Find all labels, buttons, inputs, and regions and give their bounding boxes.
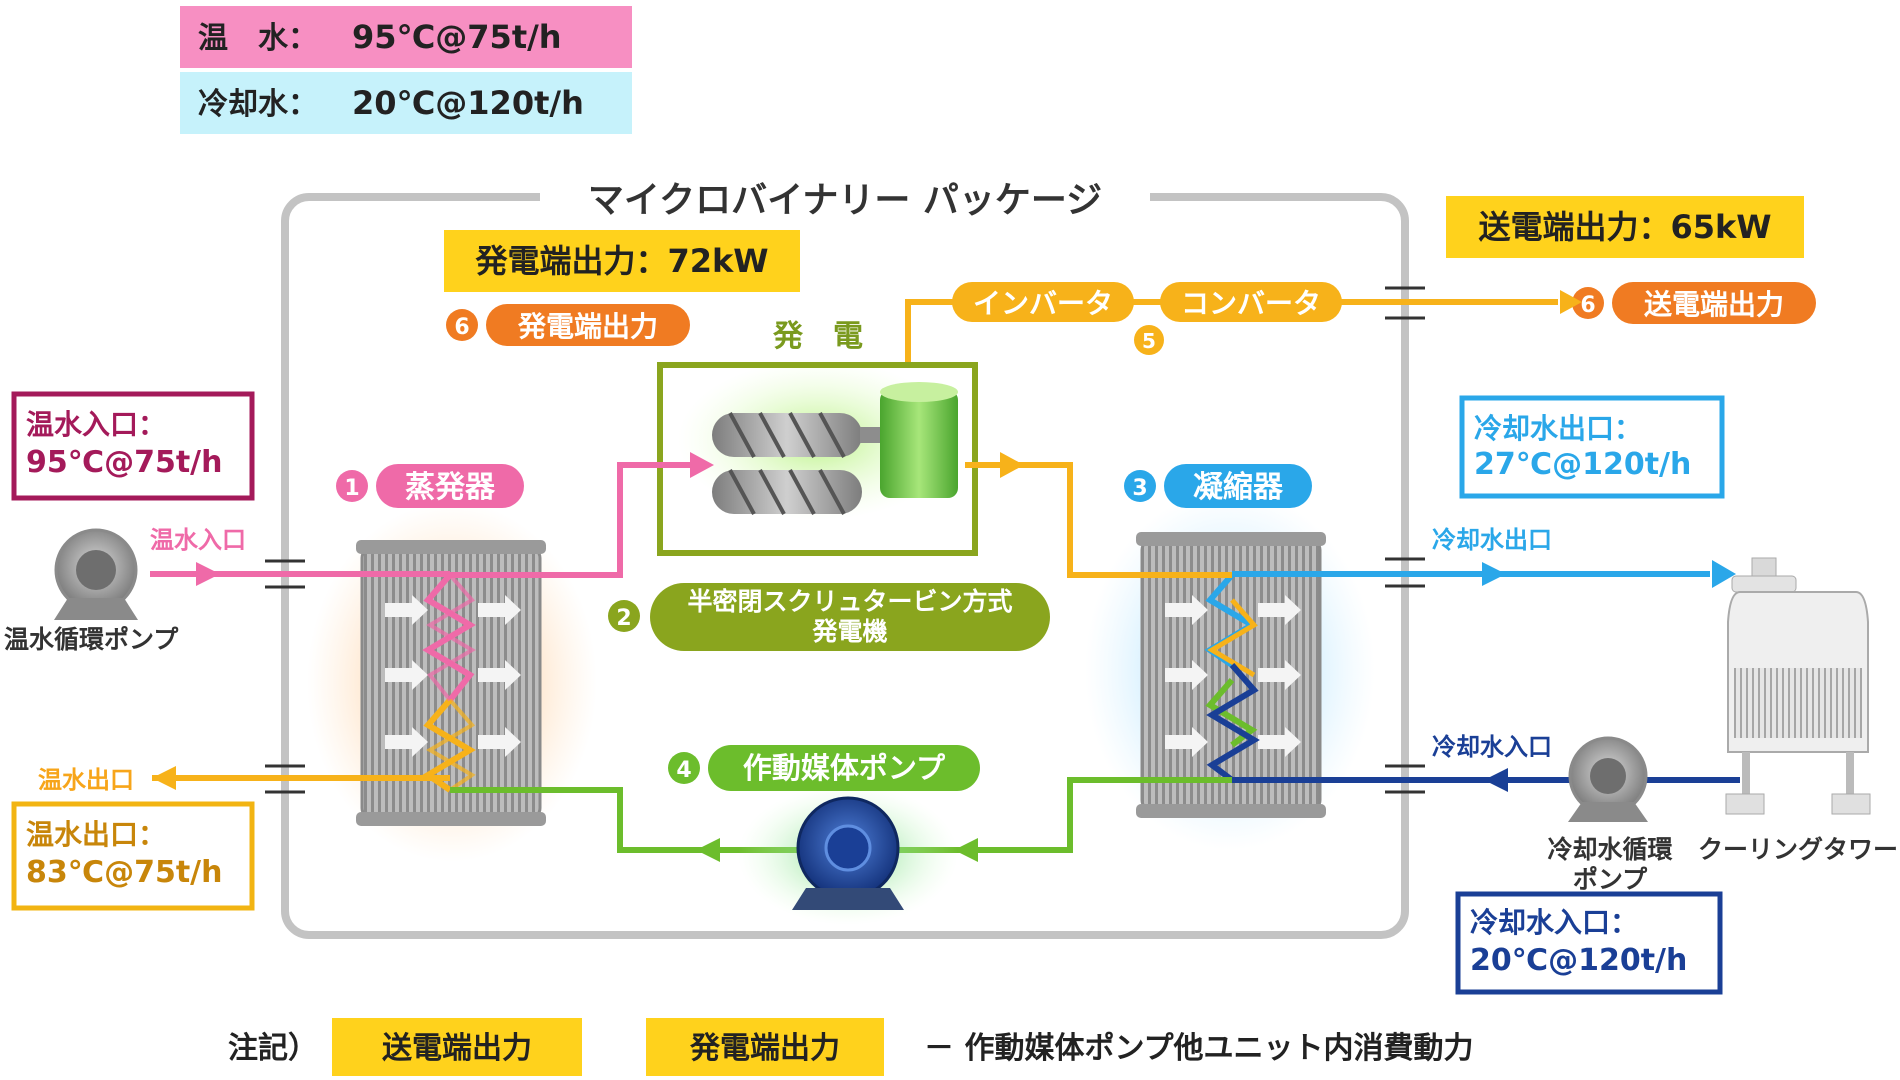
hot-water-outlet-box-line2: 83℃@75t/h	[26, 855, 222, 890]
cooling-tower-label: クーリングタワー	[1698, 835, 1898, 864]
gen-output-tag-text: 発電端出力	[517, 310, 658, 343]
cooling-water-outlet-arrow-2	[1712, 560, 1736, 588]
condenser-number-badge	[1124, 470, 1156, 502]
evaporator-number-badge	[336, 470, 368, 502]
hot-water-legend-value: 95℃@75t/h	[352, 18, 562, 56]
cooling-water-inlet-box	[1455, 891, 1723, 995]
cooling-water-inlet-box-line2: 20℃@120t/h	[1470, 943, 1687, 978]
cooling-water-outlet-box-line2: 27℃@120t/h	[1474, 447, 1691, 482]
cooling-water-inlet-arrow	[1484, 768, 1508, 792]
footnote-prefix: 注記）	[228, 1031, 318, 1066]
evaporator-number: 1	[344, 476, 359, 501]
package-title: マイクロバイナリー パッケージ	[588, 180, 1102, 221]
condenser-number: 3	[1132, 476, 1147, 501]
cooling-water-outlet-box	[1459, 395, 1725, 499]
condenser-tag	[1164, 464, 1312, 508]
send-output-tag	[1612, 282, 1816, 324]
medium-pump-tag	[708, 745, 980, 791]
cool-water-legend-label: 冷却水：	[198, 87, 318, 122]
cool-water-legend-box	[180, 72, 632, 134]
medium-pump-number: 4	[676, 758, 691, 783]
hot-water-legend-label: 温 水：	[198, 21, 318, 56]
liquid-arrow-head-2	[696, 838, 720, 862]
gen-output-number: 6	[454, 315, 469, 340]
hot-water-inlet-arrow	[196, 562, 220, 586]
medium-pump-tag-text: 作動媒体ポンプ	[743, 751, 946, 785]
hot-water-pump-icon	[54, 528, 138, 620]
send-output-number: 6	[1580, 293, 1595, 318]
gen-output-box	[444, 230, 800, 292]
evaporator-tag	[376, 464, 524, 508]
footnote-rest-text: － 作動媒体ポンプ他ユニット内消費動力	[924, 1031, 1474, 1066]
cooling-water-inlet-label: 冷却水入口	[1432, 733, 1552, 761]
evaporator-zigzag-orange-2	[426, 698, 476, 792]
hot-water-outlet-box	[11, 801, 255, 911]
cool-water-legend-value: 20℃@120t/h	[352, 84, 584, 122]
cooling-water-outlet-arrow-1	[1482, 562, 1506, 586]
power-arrow-head	[1560, 290, 1582, 314]
converter-number-badge	[1134, 325, 1164, 355]
frame-pipe-gaps	[265, 286, 1425, 794]
cooling-water-inlet-box-line1: 冷却水入口：	[1470, 906, 1638, 939]
cooling-tower-icon	[1725, 557, 1871, 815]
hot-water-inlet-box-line1: 温水入口：	[26, 408, 166, 441]
generator-drum-icon	[880, 382, 958, 498]
generator-tag-line1: 半密閉スクリュタービン方式	[687, 587, 1012, 616]
send-output-number-badge	[1572, 287, 1604, 319]
converter-text: コンバータ	[1181, 287, 1321, 320]
condenser-tag-text: 凝縮器	[1193, 470, 1284, 505]
evaporator-exchanger-icon	[356, 540, 546, 826]
gen-output-number-badge	[446, 309, 478, 341]
hot-water-inlet-box-line2: 95℃@75t/h	[26, 445, 222, 480]
hot-water-inlet-label: 温水入口	[150, 526, 246, 554]
header-legend: 温 水： 95℃@75t/h 冷却水： 20℃@120t/h	[180, 6, 632, 134]
vapor-arrow-head	[690, 452, 714, 478]
hot-water-inlet-box	[11, 391, 255, 501]
generator-frame	[657, 362, 978, 556]
package-title-bg	[540, 176, 1150, 220]
medium-pump-number-badge	[668, 752, 700, 784]
footnote-gen-output-text: 発電端出力	[689, 1031, 840, 1066]
gen-output-tag	[486, 304, 690, 346]
gen-output-text: 発電端出力：72kW	[474, 242, 768, 280]
inverter-pill	[952, 282, 1134, 322]
condenser-exchanger-icon	[1136, 532, 1326, 818]
hot-water-outlet-label: 温水出口	[38, 766, 134, 794]
hot-water-pump-label: 温水循環ポンプ	[4, 625, 179, 654]
footnote-send-output-box	[332, 1018, 582, 1076]
condenser-zigzag-orange	[1207, 598, 1258, 678]
generator-number-badge	[608, 600, 640, 632]
generator-number: 2	[616, 606, 631, 631]
send-output-text: 送電端出力：65kW	[1478, 208, 1771, 246]
cooling-water-pump-icon	[1568, 736, 1648, 822]
cooling-water-outlet-label: 冷却水出口	[1432, 526, 1552, 554]
condenser-zigzag-darkblue	[1206, 663, 1260, 783]
inverter-text: インバータ	[973, 287, 1113, 320]
send-output-box	[1446, 196, 1804, 258]
cooling-water-pump-label-2: ポンプ	[1573, 865, 1648, 894]
footnote-send-output-text: 送電端出力	[382, 1031, 532, 1066]
liquid-arrow-head-1	[954, 838, 978, 862]
footnote-gen-output-box	[646, 1018, 884, 1076]
hot-water-outlet-box-line1: 温水出口：	[26, 818, 166, 851]
generation-label: 発 電	[772, 319, 863, 354]
hot-water-outlet-arrow	[152, 766, 176, 790]
condenser-zigzag-green	[1205, 678, 1258, 748]
generator-tag-line2: 発電機	[811, 617, 887, 646]
evaporator-tag-text: 蒸発器	[405, 470, 496, 505]
vapor-line-pink	[450, 462, 690, 578]
converter-pill	[1160, 282, 1342, 322]
hot-water-legend-box	[180, 6, 632, 68]
send-output-tag-text: 送電端出力	[1644, 288, 1784, 321]
footnote: 注記） 送電端出力 発電端出力 － 作動媒体ポンプ他ユニット内消費動力	[228, 1018, 1474, 1076]
cooling-water-outlet-box-line1: 冷却水出口：	[1474, 412, 1642, 445]
cooling-water-pump-label-1: 冷却水循環	[1547, 835, 1673, 864]
evaporator-zigzag-pink-2	[426, 573, 476, 702]
generator-tag	[650, 583, 1050, 651]
medium-pump-icon	[792, 796, 904, 910]
converter-number: 5	[1142, 329, 1156, 353]
exhaust-arrow-head	[1000, 452, 1024, 478]
